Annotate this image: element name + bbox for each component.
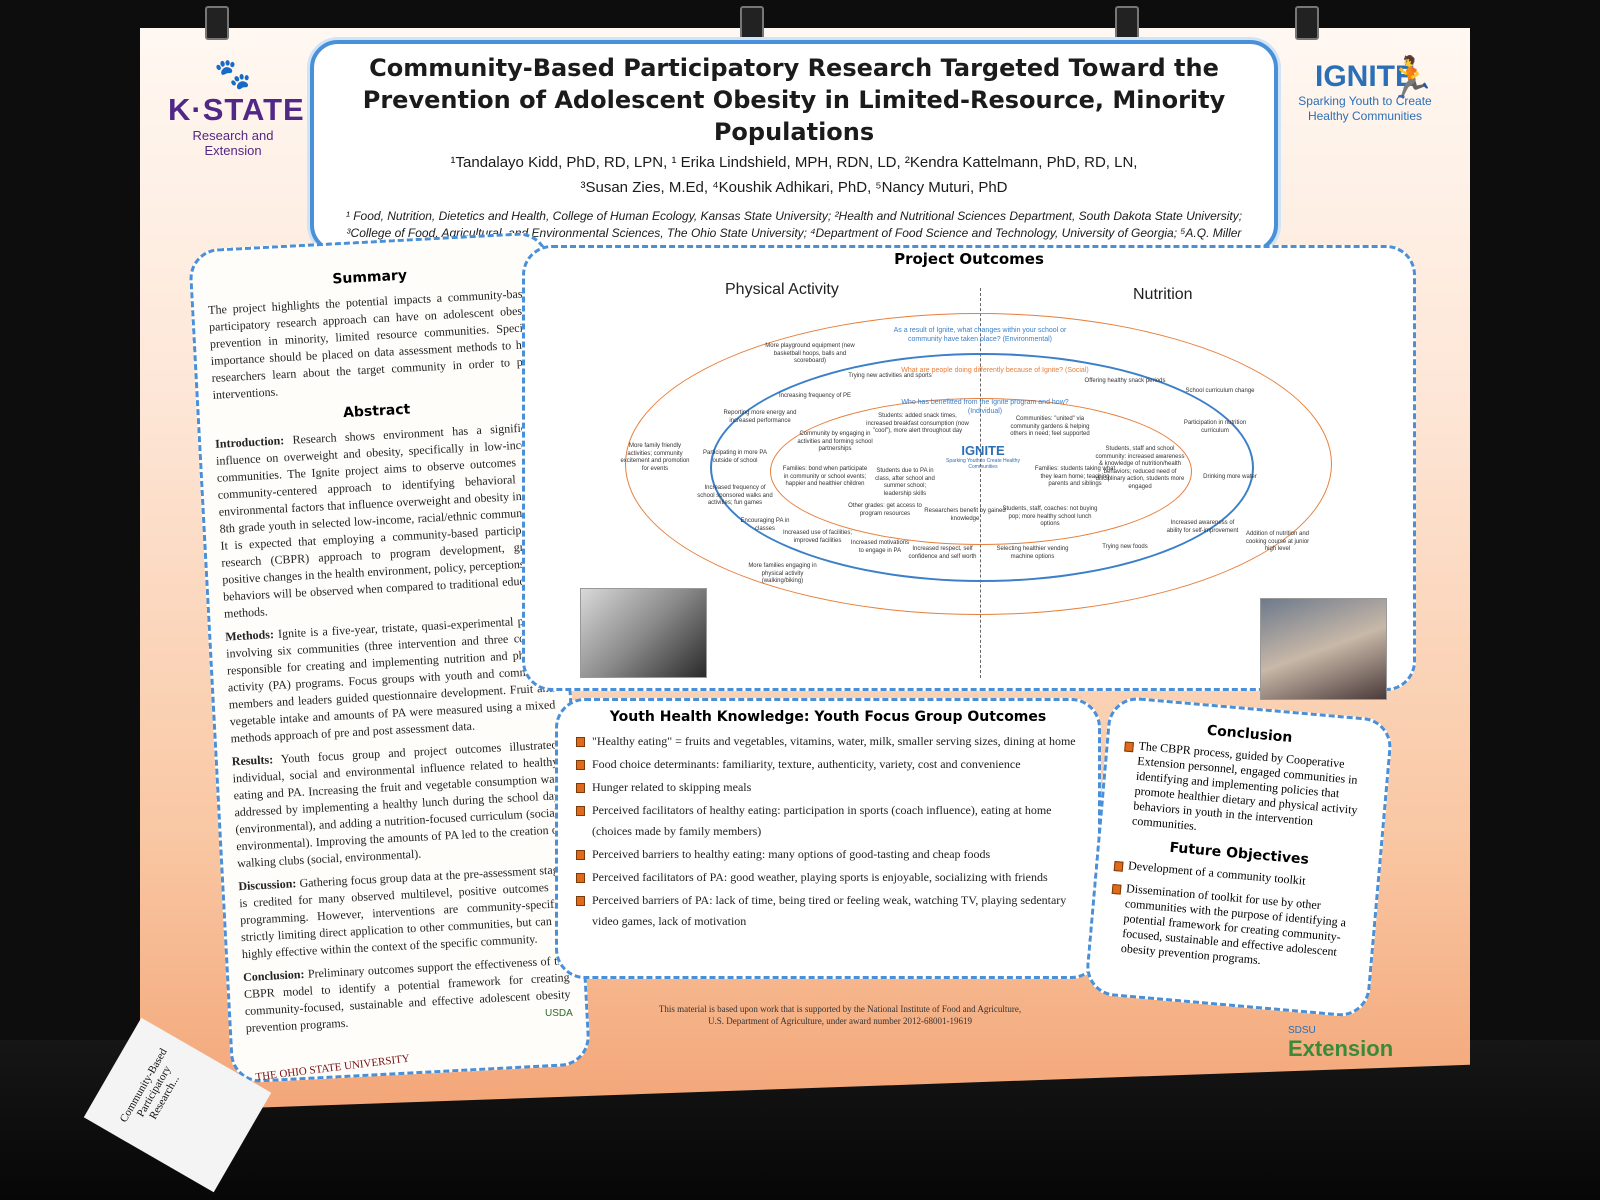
summary-text: The project highlights the potential imp… (207, 285, 538, 402)
usda-logo: USDA (545, 1008, 573, 1019)
ring-social (710, 353, 1254, 582)
wildcat-icon: 🐾 (214, 58, 252, 91)
outcome-note: School curriculum change (1185, 388, 1255, 394)
list-item: Food choice determinants: familiarity, t… (576, 754, 1080, 775)
outcome-note: Community by engaging in activities and … (797, 431, 873, 452)
outcome-note: More family friendly activities; communi… (620, 443, 690, 472)
sdsu-extension-logo: SDSU Extension (1288, 1025, 1394, 1061)
authors-line2: ³Susan Zies, M.Ed, ⁴Koushik Adhikari, Ph… (580, 179, 1008, 196)
youth-knowledge-panel: Youth Health Knowledge: Youth Focus Grou… (555, 698, 1101, 979)
discussion-paragraph: Discussion: Gathering focus group data a… (238, 862, 567, 962)
ring-environmental (625, 313, 1332, 615)
binder-clip (205, 6, 229, 40)
outcome-note: Communities: "united" via community gard… (1010, 416, 1090, 437)
nutrition-label: Nutrition (1133, 286, 1193, 303)
kstate-name: K·STATE (168, 92, 305, 127)
ignite-logo: 🏃 IGNITE Sparking Youth to Create Health… (1290, 55, 1440, 124)
outcome-note: Offering healthy snack periods (1084, 378, 1166, 384)
authors-line1: ¹Tandalayo Kidd, PhD, RD, LPN, ¹ Erika L… (450, 154, 1138, 171)
outcomes-title: Project Outcomes (894, 250, 1044, 268)
outcome-note: Increased respect, self confidence and s… (908, 546, 977, 560)
outcome-note: Selecting healthier vending machine opti… (996, 546, 1069, 560)
outcome-note: Trying new foods (1102, 544, 1148, 550)
list-item: Dissemination of toolkit for use by othe… (1106, 880, 1359, 976)
outcome-note: Increased motivations to engage in PA (850, 540, 910, 554)
outcome-note: Families: bond when participate in commu… (782, 466, 868, 487)
outcome-note: Families: students taking what they lear… (1034, 466, 1116, 487)
binder-clip (1115, 6, 1139, 40)
outcome-note: More playground equipment (new basketbal… (765, 343, 855, 364)
photo-classroom (1260, 598, 1387, 700)
binder-clip (1295, 6, 1319, 40)
outcome-note: Reporting more energy and increased perf… (723, 410, 797, 424)
outcome-note: Trying new activities and sports (848, 373, 932, 379)
ignite-figure-icon: 🏃 (1386, 55, 1436, 100)
conclusion-panel: Conclusion The CBPR process, guided by C… (1083, 695, 1394, 1019)
ignite-tag: Sparking Youth to Create Healthy Communi… (1298, 94, 1432, 123)
outcome-note: Increasing frequency of PE (778, 393, 852, 399)
ring-individual (770, 398, 1192, 545)
physical-activity-label: Physical Activity (725, 281, 839, 298)
ring-env-label: As a result of Ignite, what changes with… (893, 327, 1067, 343)
list-item: Perceived facilitators of healthy eating… (576, 800, 1080, 842)
outcome-note: Increased use of facilities; improved fa… (782, 530, 853, 544)
conclusion-text: The CBPR process, guided by Cooperative … (1118, 737, 1372, 848)
acknowledgement: This material is based upon work that is… (658, 1004, 1022, 1026)
outcome-note: Students, staff and school community: in… (1095, 446, 1185, 490)
methods-paragraph: Methods: Ignite is a five-year, tristate… (224, 612, 556, 746)
list-item: Perceived barriers of PA: lack of time, … (576, 890, 1080, 932)
title-box: Community-Based Participatory Research T… (310, 40, 1278, 257)
outcome-note: Students: added snack times, increased b… (866, 413, 969, 434)
outcome-note: Increased awareness of ability for self-… (1166, 520, 1239, 534)
ring-social-label: What are people doing differently becaus… (901, 367, 1089, 374)
outcome-note: Encouraging PA in classes (740, 518, 790, 532)
center-ignite-logo: IGNITE Sparking Youth to Create Healthy … (946, 443, 1020, 470)
kstate-logo: 🐾 K·STATE Research and Extension (168, 58, 305, 158)
youth-list: "Healthy eating" = fruits and vegetables… (558, 731, 1098, 932)
outcome-note: Participating in more PA outside of scho… (703, 450, 767, 464)
ignite-name: IGNITE (1314, 60, 1415, 93)
intro-paragraph: Introduction: Research shows environment… (214, 419, 550, 621)
outcome-note: Students, staff, coaches: not buying pop… (1002, 506, 1098, 527)
outcome-note: Researchers benefit by gained knowledge (924, 508, 1006, 522)
binder-clip (740, 6, 764, 40)
photo-youth-whiteboard (580, 588, 707, 678)
outcome-note: Participation in nutrition curriculum (1183, 420, 1247, 434)
outcome-note: Drinking more water (1203, 474, 1257, 480)
outcome-note: Students due to PA in class, after schoo… (875, 468, 935, 497)
outcome-note: Addition of nutrition and cooking course… (1245, 531, 1310, 552)
list-item: Perceived barriers to healthy eating: ma… (576, 844, 1080, 865)
project-outcomes-panel: Project Outcomes Physical Activity Nutri… (522, 245, 1416, 700)
outcome-note: More families engaging in physical activ… (748, 563, 817, 584)
conclusion-paragraph: Conclusion: Preliminary outcomes support… (242, 953, 571, 1036)
poster-title: Community-Based Participatory Research T… (362, 54, 1226, 146)
list-item: Perceived facilitators of PA: good weath… (576, 867, 1080, 888)
outcome-note: Other grades: get access to program reso… (848, 503, 922, 517)
kstate-sub: Research and Extension (192, 128, 274, 158)
list-item: Hunger related to skipping meals (576, 777, 1080, 798)
list-item: "Healthy eating" = fruits and vegetables… (576, 731, 1080, 752)
ring-indiv-label: Who has benefitted from the Ignite progr… (901, 399, 1069, 415)
results-paragraph: Results: Youth focus group and project o… (231, 737, 563, 871)
youth-title: Youth Health Knowledge: Youth Focus Grou… (609, 709, 1047, 725)
outcome-note: Increased frequency of school sponsored … (697, 485, 773, 506)
